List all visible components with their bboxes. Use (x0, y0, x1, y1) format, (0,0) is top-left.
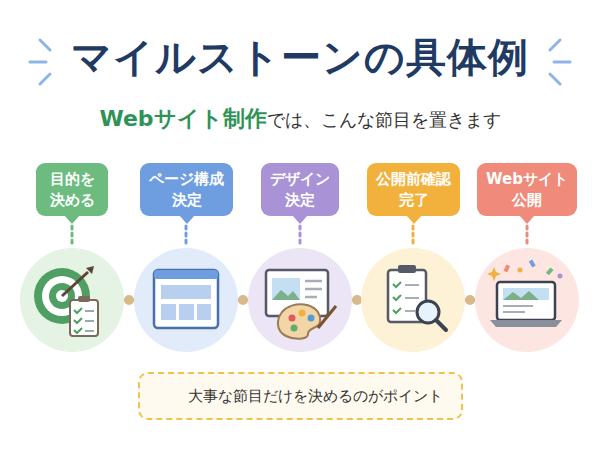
icon-circle (248, 248, 352, 352)
tag-pointer (519, 215, 535, 224)
tag-pointer (292, 215, 308, 224)
icon-circle (20, 248, 124, 352)
leader-line (72, 226, 527, 244)
milestone-tag: Webサイト 公開 (477, 163, 577, 216)
milestone-label: ページ構成 決定 (149, 169, 224, 210)
tag-pointer (64, 215, 80, 224)
launch-icon (487, 259, 563, 327)
milestone-label: デザイン 決定 (270, 169, 330, 210)
check-icon (388, 265, 446, 330)
milestone-tag: 目的を 決める (36, 163, 108, 216)
milestone-label: 目的を 決める (50, 169, 95, 210)
milestone-label: Webサイト 公開 (486, 169, 568, 210)
icon-circle (475, 248, 579, 352)
subtitle-text: Webサイト制作 (99, 104, 266, 134)
tag-pointer (179, 215, 195, 224)
milestone-tag: デザイン 決定 (261, 163, 339, 216)
browser-icon (154, 270, 218, 328)
title: マイルストーンの具体例 (0, 30, 600, 85)
tip-text: 大事な節目だけを決めるのがポイント (188, 387, 443, 406)
tag-pointer (406, 215, 422, 224)
milestone-label: 公開前確認 完了 (376, 169, 451, 210)
milestone-tag: ページ構成 決定 (140, 163, 233, 216)
milestone-tag: 公開前確認 完了 (367, 163, 460, 216)
target-icon (34, 266, 98, 336)
tip-box: 大事な節目だけを決めるのがポイント (138, 372, 463, 420)
icon-circle (134, 248, 238, 352)
icon-circle (361, 248, 465, 352)
design-icon (266, 270, 336, 339)
subtitle-text: では、こんな節目を置きます (267, 108, 501, 132)
subtitle-row: Webサイト制作では、こんな節目を置きます (0, 104, 600, 134)
